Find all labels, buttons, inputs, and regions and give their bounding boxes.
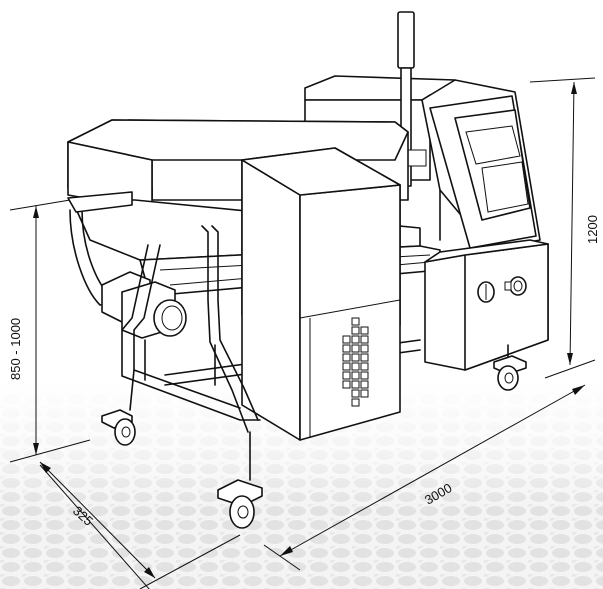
- keypad-key: [342, 353, 351, 362]
- front-stand: [121, 225, 261, 481]
- dimension-lines: [9, 77, 596, 589]
- caster-wheel-icon: [101, 344, 527, 529]
- keypad-key: [360, 380, 369, 389]
- keypad-key: [351, 362, 360, 371]
- overall-height-label: 1200: [585, 215, 600, 244]
- keypad-key: [351, 335, 360, 344]
- keypad-key: [342, 344, 351, 353]
- drive-motor-icon: [101, 271, 187, 339]
- keypad-key: [360, 335, 369, 344]
- keypad-key: [351, 344, 360, 353]
- keypad-key: [351, 389, 360, 398]
- rotary-switch-icon: [477, 281, 495, 303]
- keypad-key: [351, 317, 360, 326]
- keypad-key: [360, 326, 369, 335]
- keypad-key: [351, 326, 360, 335]
- keypad-key: [360, 389, 369, 398]
- knob-icon: [504, 276, 527, 296]
- keypad-key: [342, 362, 351, 371]
- keypad-key: [351, 398, 360, 407]
- keypad-key: [360, 362, 369, 371]
- height-range-label: 850 - 1000: [8, 318, 23, 380]
- keypad-key: [342, 371, 351, 380]
- signal-post: [397, 11, 427, 187]
- display-screen: [454, 109, 531, 221]
- keypad-key: [360, 353, 369, 362]
- keypad-grid-icon: [342, 317, 369, 407]
- keypad-key: [351, 371, 360, 380]
- front-cabinet: [241, 147, 401, 441]
- keypad-key: [342, 380, 351, 389]
- electrical-box: [424, 239, 549, 371]
- keypad-key: [360, 344, 369, 353]
- keypad-key: [360, 371, 369, 380]
- keypad-key: [351, 353, 360, 362]
- keypad-key: [342, 335, 351, 344]
- keypad-key: [351, 380, 360, 389]
